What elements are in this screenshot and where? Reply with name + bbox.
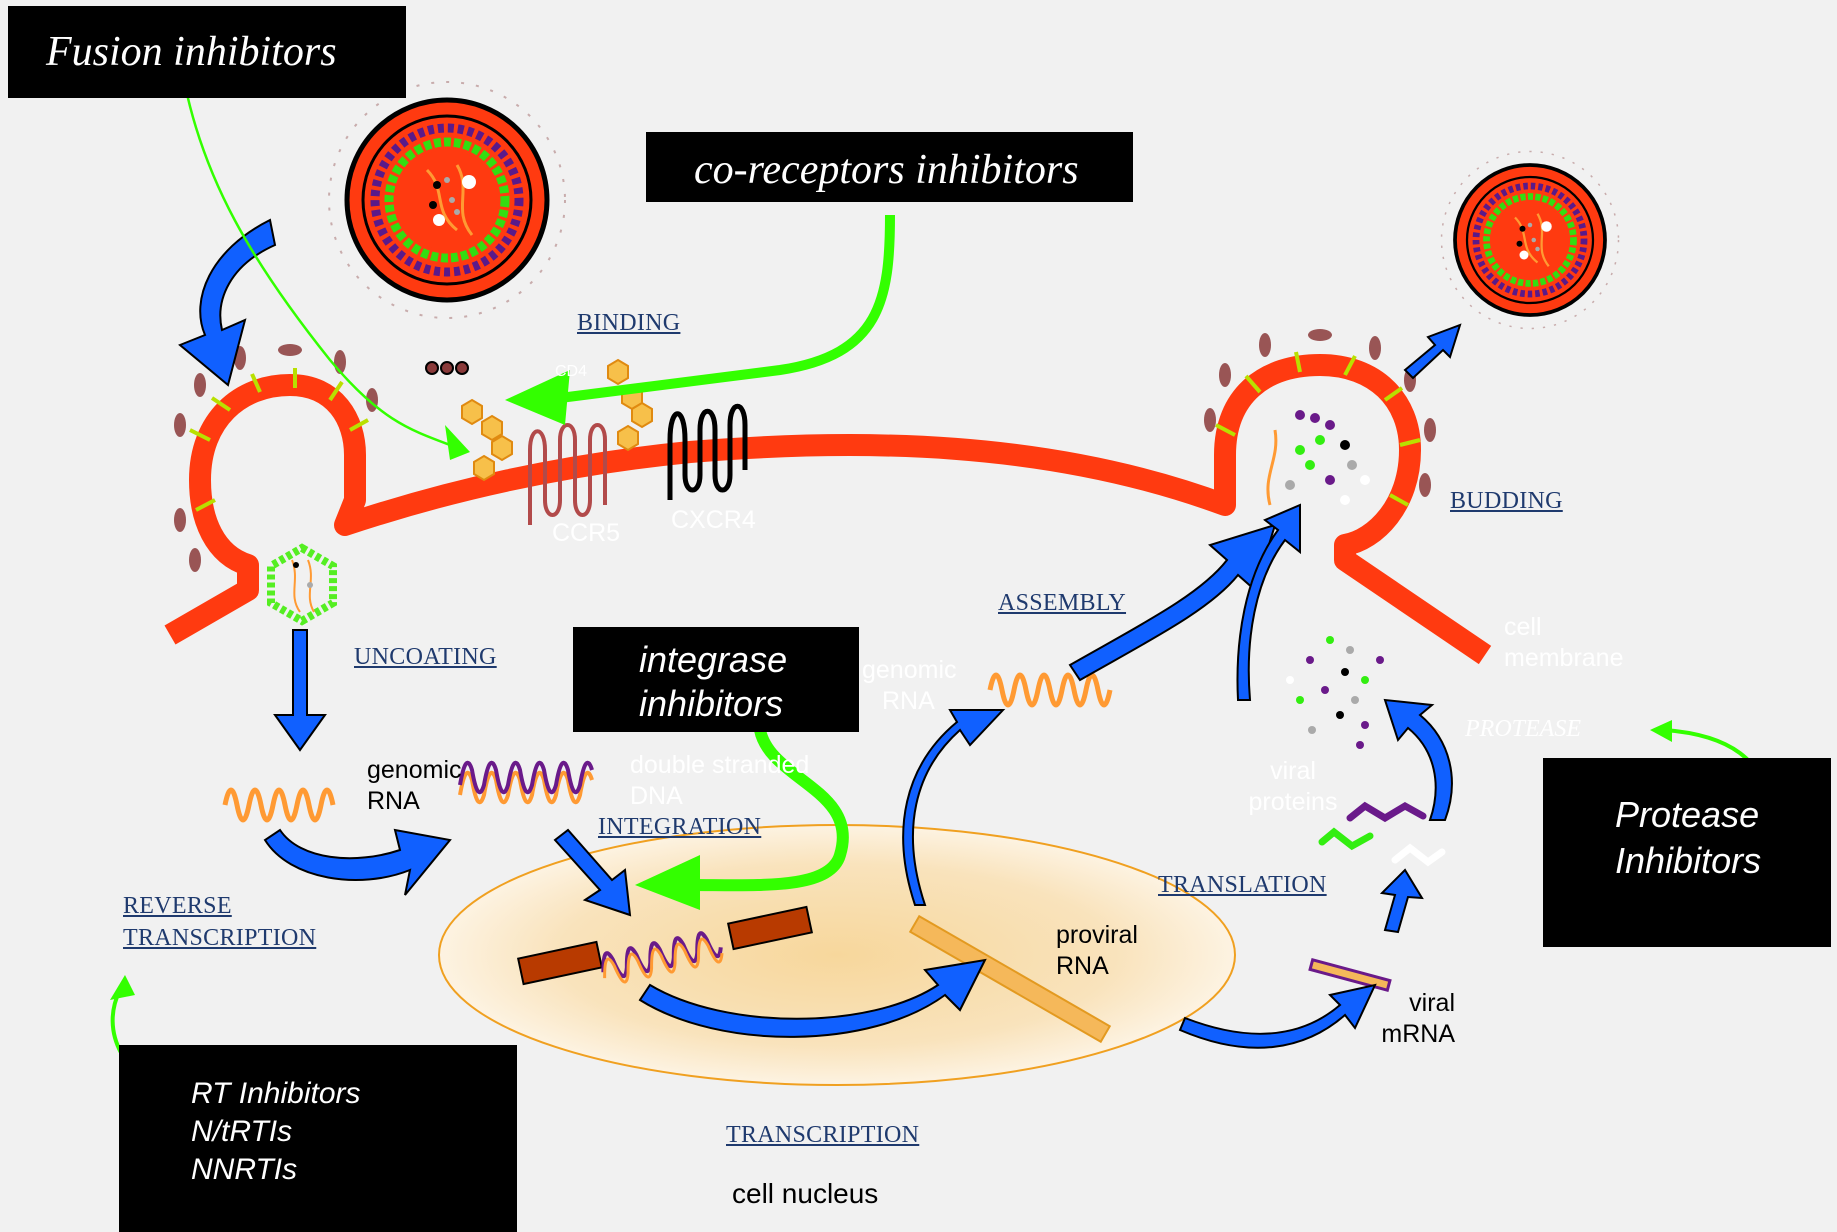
step-reverse-transcription-1[interactable]: REVERSE	[123, 893, 232, 920]
rt-inhibitors-line3: NNRTIs	[191, 1153, 297, 1187]
genomic-rna-line2: RNA	[367, 786, 462, 817]
proviral-rna-label: proviral RNA	[1056, 920, 1138, 982]
step-assembly[interactable]: ASSEMBLY	[998, 590, 1126, 617]
step-budding[interactable]: BUDDING	[1450, 488, 1563, 515]
protease-inhibitors-line1: Protease	[1615, 794, 1759, 836]
double-stranded-dna-line1: double stranded	[630, 750, 809, 781]
ccr5-label: CCR5	[552, 518, 620, 549]
protease-inhibitors-line2: Inhibitors	[1615, 840, 1761, 882]
cell-nucleus-label: cell nucleus	[732, 1178, 878, 1209]
step-integration[interactable]: INTEGRATION	[598, 814, 761, 841]
step-transcription[interactable]: TRANSCRIPTION	[726, 1122, 919, 1149]
integrase-inhibitors-line1: integrase	[639, 639, 787, 681]
genomic-rna-label: genomic RNA	[367, 755, 462, 817]
viral-proteins-line2: proteins	[1243, 787, 1343, 818]
viral-proteins-line1: viral	[1243, 756, 1343, 787]
double-stranded-dna-icon	[460, 763, 592, 803]
assembly-rna-icon	[990, 675, 1110, 705]
cell-membrane-line2: membrane	[1504, 643, 1624, 674]
double-stranded-dna-label: double stranded DNA	[630, 750, 809, 812]
free-virion-icon	[329, 82, 565, 374]
assembly-genomic-rna-line1: genomic	[862, 655, 957, 686]
assembly-genomic-rna-line2: RNA	[862, 686, 957, 717]
integrase-inhibitors-line2: inhibitors	[639, 683, 783, 725]
integrase-inhibitors-box: integrase inhibitors	[573, 627, 859, 732]
viral-proteins-label: viral proteins	[1243, 756, 1343, 818]
budding-contents	[1268, 410, 1370, 505]
protease-inhibitors-box: Protease Inhibitors	[1543, 758, 1831, 947]
step-binding[interactable]: BINDING	[577, 310, 680, 337]
genomic-rna-line1: genomic	[367, 755, 462, 786]
rt-inhibitors-box: RT Inhibitors N/tRTIs NNRTIs	[119, 1045, 517, 1232]
rt-inhibitors-line1: RT Inhibitors	[191, 1077, 361, 1111]
viral-mrna-icon	[1310, 960, 1390, 990]
viral-mrna-line2: mRNA	[1375, 1019, 1455, 1050]
step-reverse-transcription-2[interactable]: TRANSCRIPTION	[123, 925, 316, 952]
capsid-icon	[271, 548, 333, 621]
fusion-inhibitors-box: Fusion inhibitors	[8, 6, 406, 98]
coreceptor-inhibitors-label: co-receptors inhibitors	[694, 146, 1079, 194]
cd4-label: CD4	[555, 356, 587, 387]
cell-membrane-line1: cell	[1504, 612, 1624, 643]
viral-mrna-line1: viral	[1375, 988, 1455, 1019]
genomic-rna-icon	[225, 790, 333, 820]
rt-inhibitors-line2: N/tRTIs	[191, 1115, 292, 1149]
step-uncoating[interactable]: UNCOATING	[354, 644, 497, 671]
protease-label: PROTEASE	[1465, 716, 1581, 743]
cell-membrane-label: cell membrane	[1504, 612, 1624, 674]
assembly-genomic-rna-label: genomic RNA	[862, 655, 957, 717]
viral-mrna-label: viral mRNA	[1375, 988, 1455, 1050]
double-stranded-dna-line2: DNA	[630, 781, 809, 812]
proviral-rna-line2: RNA	[1056, 951, 1138, 982]
cxcr4-label: CXCR4	[671, 505, 756, 536]
fusion-inhibitors-label: Fusion inhibitors	[46, 28, 337, 76]
step-translation[interactable]: TRANSLATION	[1158, 872, 1327, 899]
mature-virion-icon	[1442, 152, 1619, 329]
coreceptor-inhibitors-box: co-receptors inhibitors	[646, 132, 1133, 202]
viral-protein-particles	[1286, 636, 1384, 749]
proviral-rna-line1: proviral	[1056, 920, 1138, 951]
